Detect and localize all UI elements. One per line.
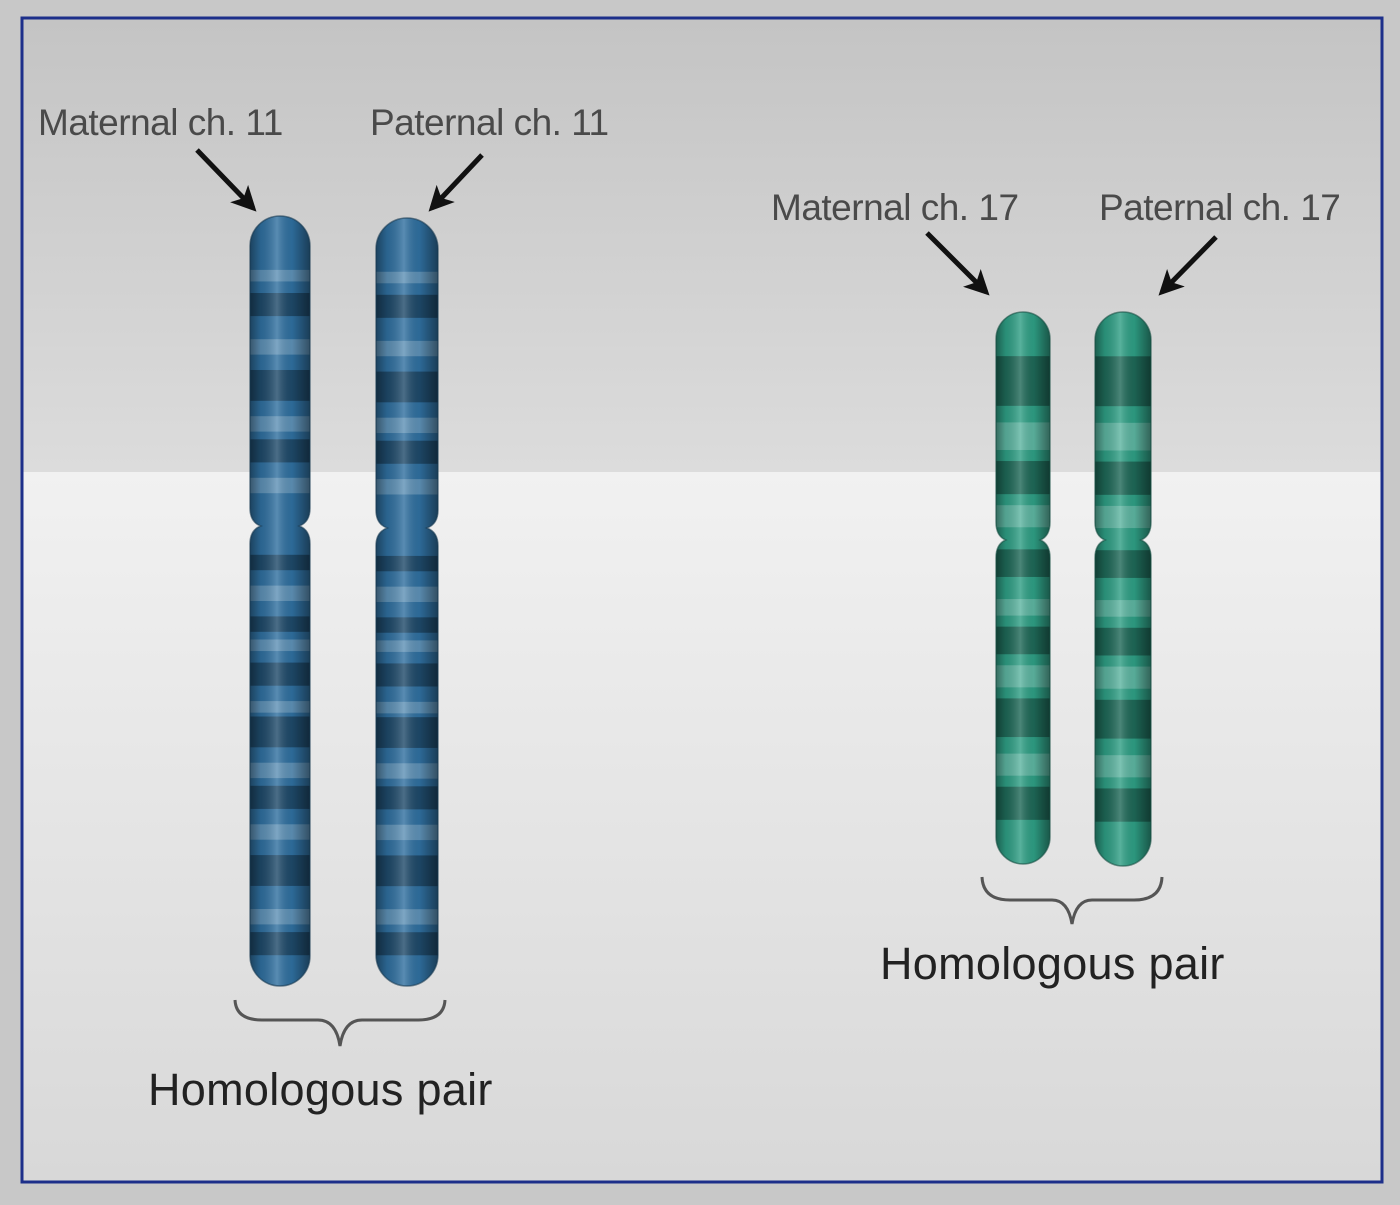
arrow-maternal-11 xyxy=(195,148,257,212)
panel-top xyxy=(22,18,1382,472)
chromosome-17-maternal xyxy=(995,311,1051,865)
chromosome-11-paternal xyxy=(375,217,439,987)
chromosome-11-maternal xyxy=(249,215,311,987)
label-paternal-11: Paternal ch. 11 xyxy=(370,102,609,143)
label-homologous-pair-17: Homologous pair xyxy=(880,938,1225,989)
brace-pair-17 xyxy=(980,876,1164,925)
chromosome-17-paternal xyxy=(1094,311,1152,867)
arrow-maternal-17 xyxy=(925,231,990,296)
arrow-paternal-11 xyxy=(428,153,484,212)
panel-bottom xyxy=(22,472,1382,1182)
label-maternal-11: Maternal ch. 11 xyxy=(38,102,283,143)
brace-pair-11 xyxy=(233,999,447,1047)
label-homologous-pair-11: Homologous pair xyxy=(148,1064,493,1115)
arrow-paternal-17 xyxy=(1158,235,1218,296)
label-paternal-17: Paternal ch. 17 xyxy=(1099,187,1341,228)
label-maternal-17: Maternal ch. 17 xyxy=(771,187,1019,228)
panel-frame xyxy=(20,16,1384,1184)
